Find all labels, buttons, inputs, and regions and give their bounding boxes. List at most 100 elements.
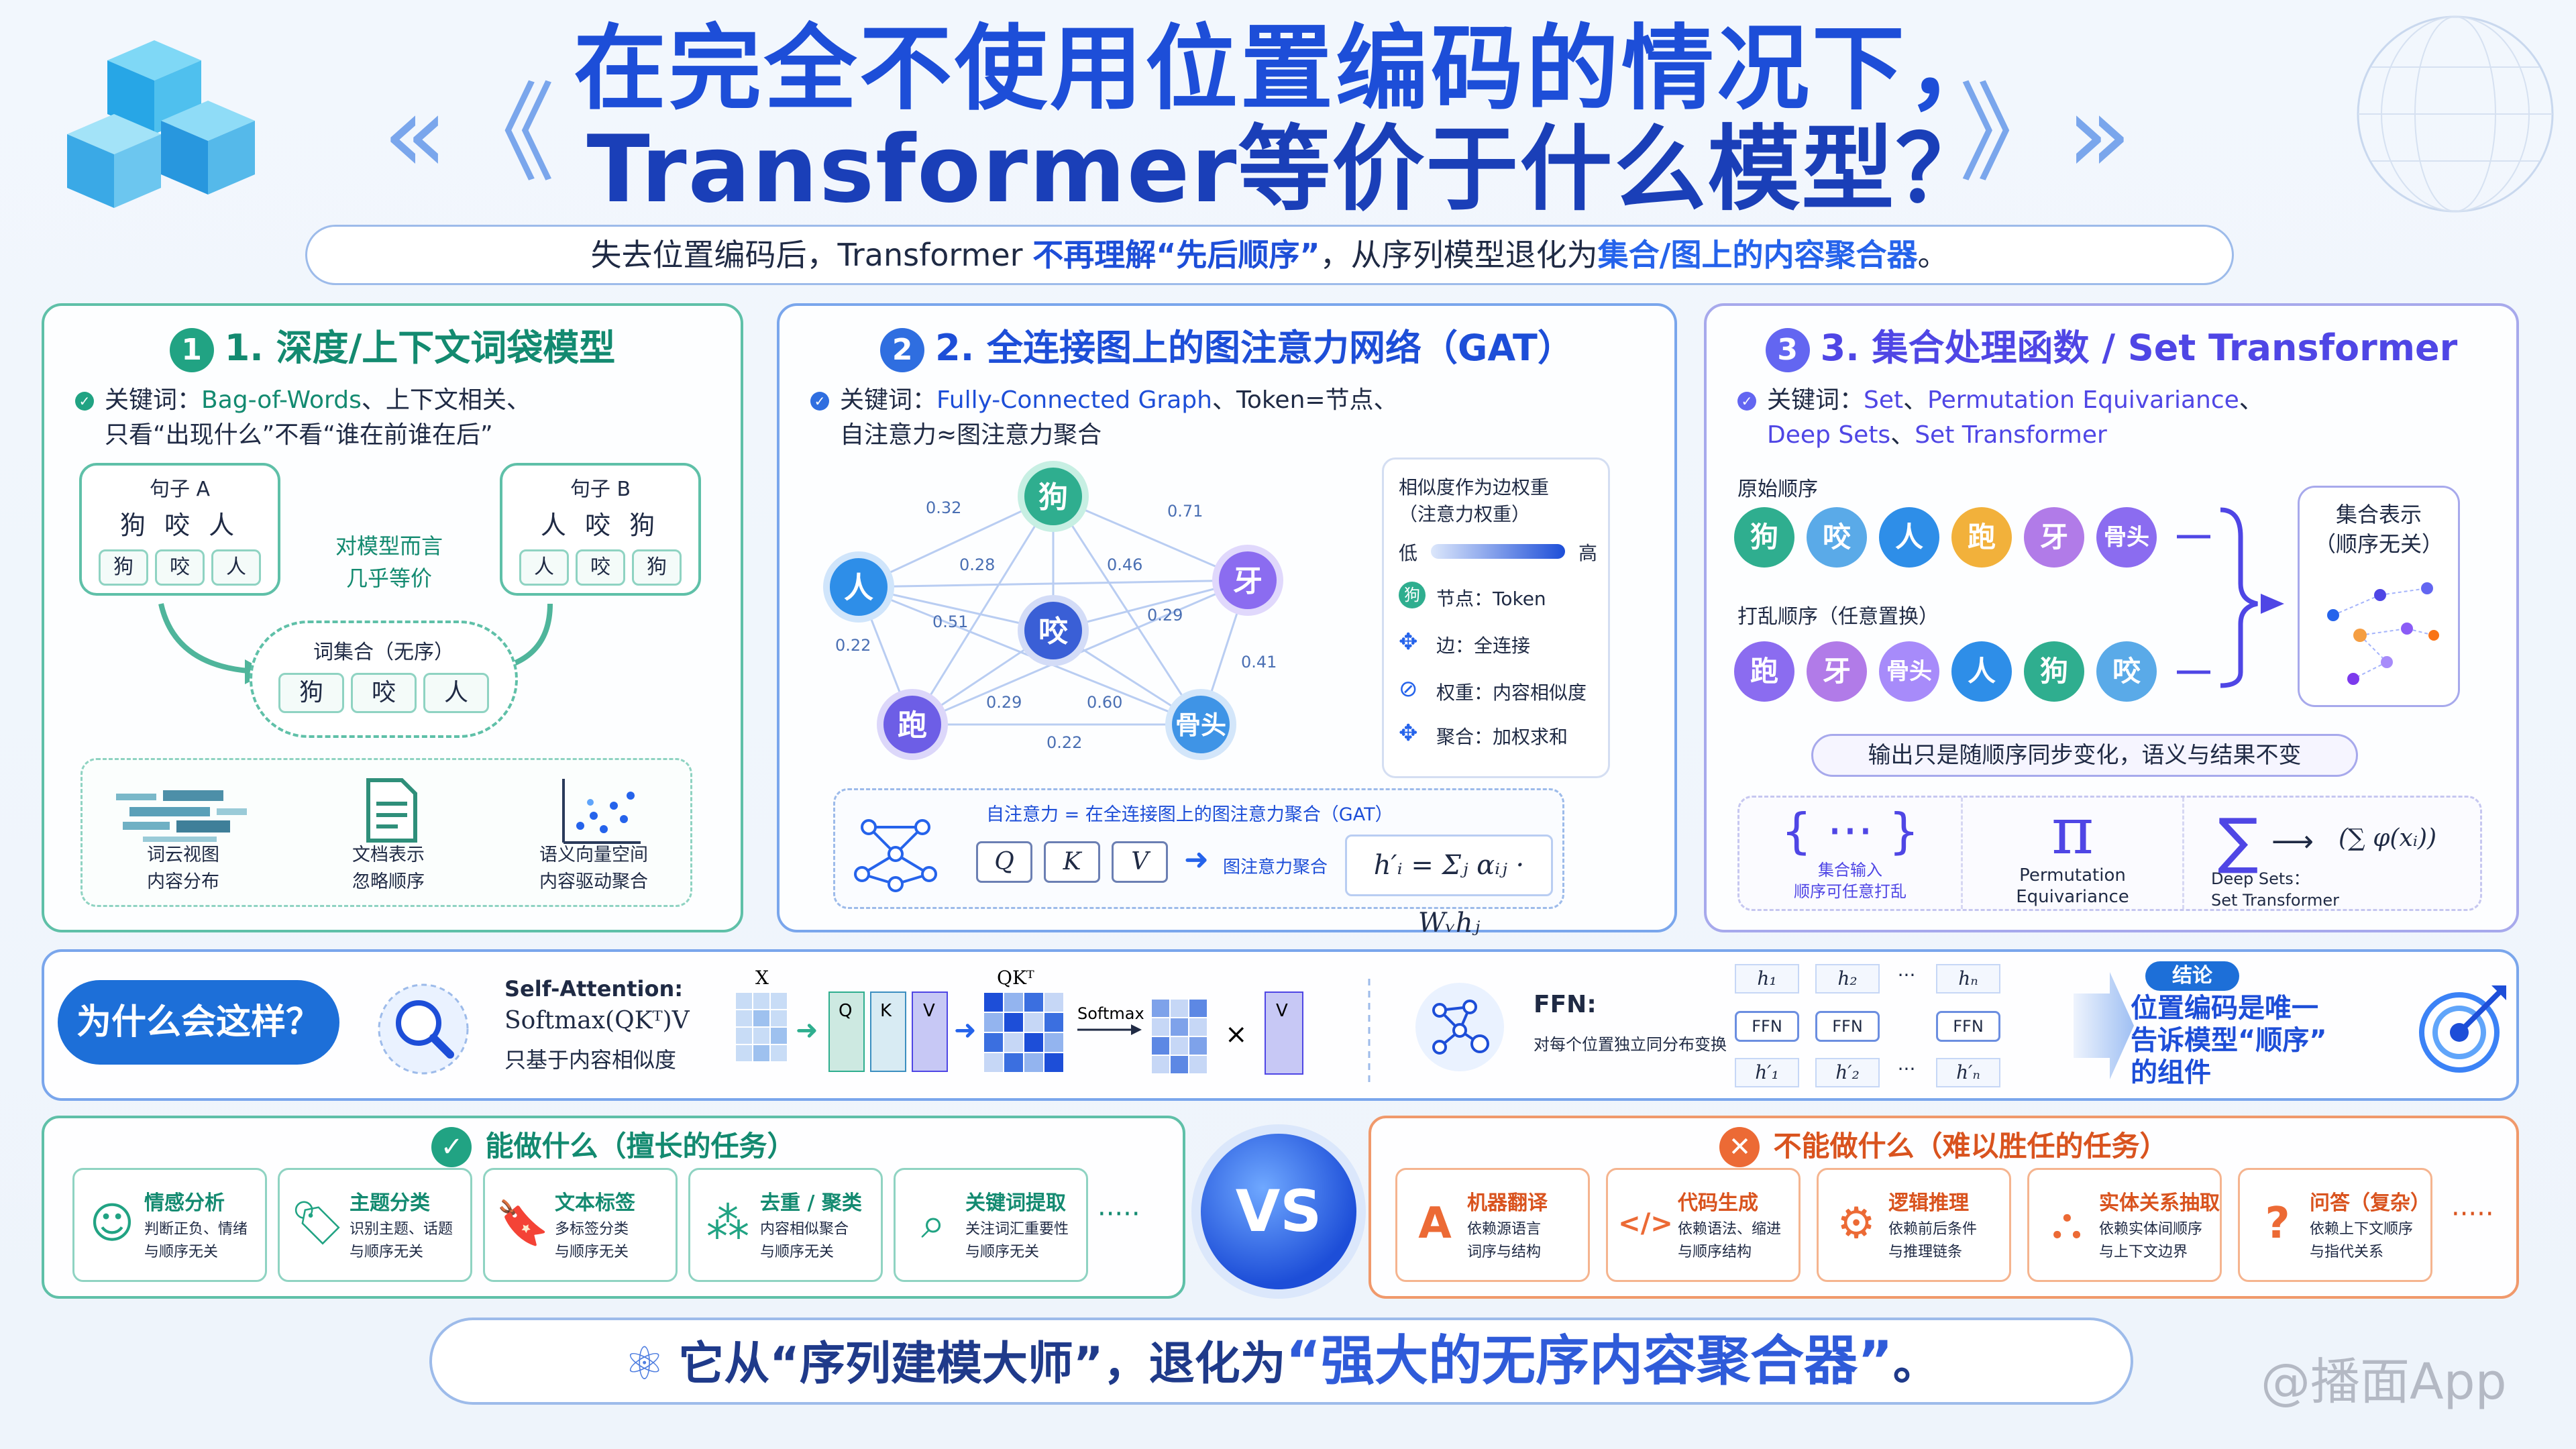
task-card: </>代码生成依赖语法、缩进 与顺序结构 bbox=[1606, 1168, 1801, 1282]
hidden-state-top: hₙ bbox=[1936, 964, 2000, 994]
vector-space-item: 语义向量空间 内容驱动聚合 bbox=[493, 760, 694, 905]
subtitle-emphasis-1: 不再理解“先后顺序” bbox=[1032, 237, 1320, 273]
chevron-left-icon: «《 bbox=[382, 71, 555, 197]
globe-decoration bbox=[2357, 15, 2554, 213]
task-name: 文本标签 bbox=[555, 1191, 635, 1215]
qkv-boxes: Q K V bbox=[976, 841, 1169, 883]
task-card: ⁂去重 / 聚类内容相似聚合 与顺序无关 bbox=[688, 1168, 883, 1282]
word-chip: 狗 bbox=[632, 549, 682, 586]
ffn-network-icon bbox=[1415, 983, 1504, 1071]
set-scatter-icon bbox=[2327, 582, 2439, 685]
token-node: 咬 bbox=[1807, 507, 1867, 568]
task-card: ⌕关键词提取关注词汇重要性 与顺序无关 bbox=[894, 1168, 1088, 1282]
weight-legend-icon: ⊘ bbox=[1399, 676, 1418, 702]
why-section: 为什么会这样？ Self-Attention: Softmax(QKᵀ)V 只基… bbox=[42, 949, 2519, 1101]
task-card: ⚙逻辑推理依赖前后条件 与推理链条 bbox=[1817, 1168, 2011, 1282]
document-label: 文档表示 忽略顺序 bbox=[352, 845, 425, 892]
task-card: ⛬实体关系抽取依赖实体间顺序 与上下文边界 bbox=[2027, 1168, 2222, 1282]
task-card: 🏷主题分类识别主题、话题 与顺序无关 bbox=[278, 1168, 472, 1282]
edge-weight: 0.22 bbox=[1046, 733, 1082, 752]
target-icon bbox=[2419, 985, 2506, 1073]
ellipsis: ··· bbox=[1897, 964, 1916, 986]
keyword-highlight-2: Permutation Equivariance bbox=[1927, 386, 2239, 414]
softmax-label: Softmax bbox=[1077, 1004, 1144, 1023]
token-node: 人 bbox=[1879, 507, 1939, 568]
code-icon: </> bbox=[1618, 1208, 1673, 1239]
brain-icon: ⚙ bbox=[1837, 1199, 1876, 1248]
ffn-note: 对每个位置独立同分布变换 bbox=[1534, 1035, 1727, 1054]
edge-weight: 0.29 bbox=[986, 693, 1022, 712]
keyword-sep: 、 bbox=[1903, 386, 1928, 414]
token-node: 跑 bbox=[1951, 507, 2012, 568]
edge-weight: 0.22 bbox=[835, 636, 871, 655]
check-circle-icon: ✓ bbox=[431, 1127, 472, 1167]
gat-formula-box: 自注意力 = 在全连接图上的图注意力聚合（GAT） Q K V ➜ 图注意力聚合… bbox=[833, 788, 1564, 938]
task-name: 逻辑推理 bbox=[1888, 1191, 1969, 1215]
ellipsis: ··· bbox=[1897, 1058, 1916, 1080]
cubes-decoration bbox=[67, 40, 255, 208]
output-invariance-note: 输出只是随顺序同步变化，语义与结果不变 bbox=[1811, 734, 2358, 777]
subtitle: 失去位置编码后，Transformer 不再理解“先后顺序”，从序列模型退化为集… bbox=[305, 225, 2234, 285]
tag-icon: 🏷 bbox=[290, 1199, 345, 1248]
title-line-2: Transformer等价于什么模型？ bbox=[586, 115, 1990, 223]
keyword-rest: 、上下文相关、 bbox=[361, 386, 531, 414]
keyword-line-2b: Set Transformer bbox=[1915, 421, 2107, 449]
task-name: 情感分析 bbox=[144, 1191, 225, 1215]
sentence-a-text: 狗 咬 人 bbox=[119, 511, 240, 540]
panel-3-number-badge: 3 bbox=[1765, 328, 1810, 373]
word-chip: 人 bbox=[211, 549, 261, 586]
ffn-block: FFN bbox=[1815, 1011, 1880, 1042]
sentence-b-label: 句子 B bbox=[570, 478, 631, 501]
equivalence-note: 对模型而言 几乎等价 bbox=[335, 533, 443, 591]
sentence-a-label: 句子 A bbox=[149, 478, 211, 501]
panel-2-keywords: ✓关键词：Fully-Connected Graph、Token=节点、 自注意… bbox=[810, 383, 1398, 453]
set-representation-box: 集合表示 （顺序无关） bbox=[2298, 486, 2460, 707]
token-node: 牙 bbox=[1807, 641, 1867, 702]
panel-2-title: 2. 全连接图上的图注意力网络（GAT） bbox=[935, 327, 1574, 369]
panel-1-number-badge: 1 bbox=[169, 328, 214, 373]
arrow-right-icon: ➜ bbox=[954, 1015, 977, 1046]
hidden-state-top: h₁ bbox=[1735, 964, 1799, 994]
word-chip: 狗 bbox=[278, 673, 344, 713]
network-icon bbox=[854, 819, 937, 892]
token-node: 跑 bbox=[1734, 641, 1794, 702]
why-pill: 为什么会这样？ bbox=[58, 980, 339, 1065]
bottom-conclusion: ⚛它从“序列建模大师”，退化为“强大的无序内容聚合器”。 bbox=[429, 1318, 2133, 1405]
question-icon: ? bbox=[2265, 1199, 2290, 1248]
word-chip: 咬 bbox=[351, 673, 417, 713]
atom-icon: ⚛ bbox=[624, 1338, 665, 1391]
permutation-label: Permutation Equivariance bbox=[2016, 865, 2129, 907]
keyword-highlight: Fully-Connected Graph bbox=[936, 386, 1212, 414]
edge-weight: 0.46 bbox=[1107, 555, 1142, 574]
multiply-sign: × bbox=[1225, 1019, 1248, 1050]
bow-illustrations: 词云视图 内容分布 文档表示 忽略顺序 语义向量空间 内容驱动聚合 bbox=[80, 758, 692, 907]
deep-sets-label: Deep Sets： Set Transformer bbox=[2211, 869, 2340, 910]
can-do-header: ✓能做什么（擅长的任务） bbox=[44, 1124, 1183, 1167]
edge-legend-icon: ✥ bbox=[1399, 629, 1418, 655]
keyword-line-2: 自注意力≈图注意力聚合 bbox=[840, 421, 1102, 449]
title-line-1: 在完全不使用位置编码的情况下， bbox=[573, 15, 2002, 123]
check-icon: ✓ bbox=[1737, 392, 1756, 411]
subtitle-text-3: 。 bbox=[1917, 237, 1949, 273]
hidden-state-top: h₂ bbox=[1815, 964, 1880, 994]
task-desc: 内容相似聚合 与顺序无关 bbox=[760, 1221, 849, 1260]
task-name: 实体关系抽取 bbox=[2099, 1191, 2220, 1215]
task-desc: 依赖实体间顺序 与上下文边界 bbox=[2099, 1221, 2203, 1260]
word-chip: 人 bbox=[423, 673, 489, 713]
task-desc: 识别主题、话题 与顺序无关 bbox=[350, 1221, 453, 1260]
fully-connected-graph: 0.32 0.71 0.28 0.46 0.51 0.29 0.22 0.41 … bbox=[823, 461, 1283, 760]
cluster-icon: ⁂ bbox=[706, 1199, 749, 1248]
graph-node-label: 牙 bbox=[1233, 564, 1263, 598]
arrow-right-icon: ⟶ bbox=[2271, 824, 2314, 859]
panel-3-title: 3. 集合处理函数 / Set Transformer bbox=[1820, 327, 2458, 369]
task-desc: 依赖上下文顺序 与指代关系 bbox=[2310, 1221, 2414, 1260]
edge-weight: 0.51 bbox=[932, 612, 968, 631]
task-name: 关键词提取 bbox=[965, 1191, 1066, 1215]
arrow-right-icon: ➜ bbox=[796, 1015, 818, 1046]
shuffled-order-label: 打乱顺序（任意置换） bbox=[1737, 605, 1939, 629]
original-order-label: 原始顺序 bbox=[1737, 478, 1818, 501]
document-item: 文档表示 忽略顺序 bbox=[288, 760, 489, 905]
check-icon: ✓ bbox=[810, 392, 829, 411]
watermark: @播面App bbox=[2261, 1353, 2507, 1411]
